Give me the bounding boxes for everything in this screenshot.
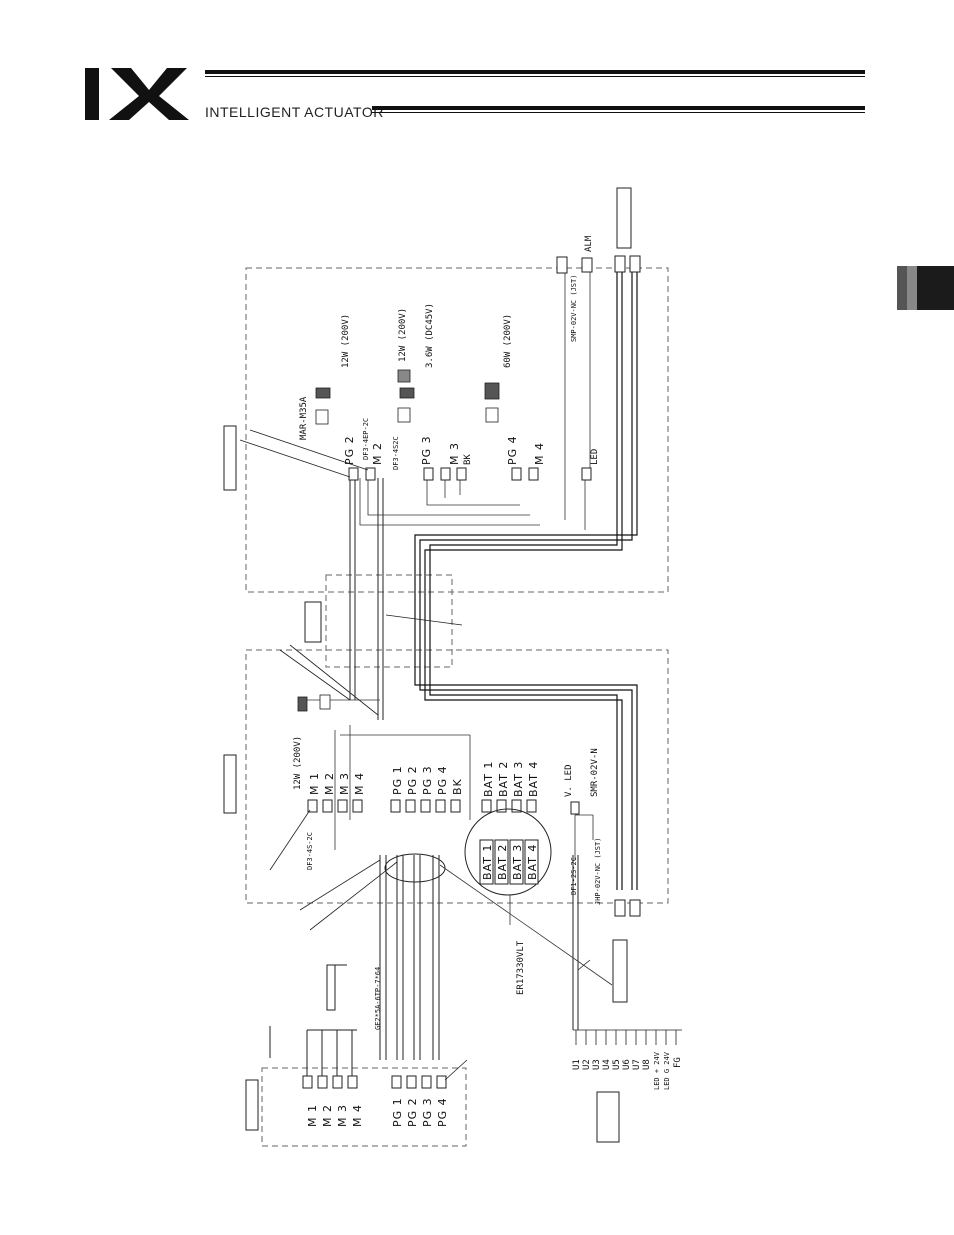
unit-box-middle xyxy=(245,649,669,904)
pg-label: PG 3 xyxy=(421,1097,434,1127)
header-rule-bottom xyxy=(372,106,865,110)
motor-label: M 1 xyxy=(306,1104,319,1127)
pg-label: PG 1 xyxy=(391,765,404,795)
connector-label: GE2*5A-6TP-7*64 xyxy=(374,967,382,1030)
led-label: LED xyxy=(590,449,600,465)
u-terminal: U8 xyxy=(642,1059,652,1070)
connector-label: DF3-4S2C xyxy=(392,436,400,470)
motor-label: M 1 xyxy=(308,772,321,795)
pg-label: PG 3 xyxy=(421,765,434,795)
u-terminal: U3 xyxy=(592,1059,602,1070)
pg-label: PG 4 xyxy=(436,1097,449,1127)
battery-group-circle xyxy=(464,808,552,896)
connector-label: V. LED xyxy=(564,764,574,797)
connector-label: DF1-2S-2C xyxy=(570,857,578,895)
rating-label: 3.6W (DC45V) xyxy=(425,303,435,368)
u-terminal: U7 xyxy=(632,1059,642,1070)
connector-label: SMP-02V-NC (JST) xyxy=(570,275,578,342)
cable-bundle-ellipse xyxy=(384,853,446,883)
u-terminal: U1 xyxy=(572,1059,582,1070)
motor-label: M 4 xyxy=(353,772,366,795)
bk-label: BK xyxy=(451,778,464,795)
u-terminal: FG xyxy=(673,1057,683,1068)
bat-label: BAT 3 xyxy=(512,761,525,797)
sensor-icon xyxy=(556,256,568,274)
connector-label: MAR-M35A xyxy=(299,396,309,440)
unit-box-upper xyxy=(245,267,669,593)
connector-label: DF3-4S-2C xyxy=(306,832,314,870)
page-header: INTELLIGENT ACTUATOR xyxy=(0,0,954,140)
bat-label: BAT 4 xyxy=(527,761,540,797)
pg-label: PG 3 xyxy=(420,435,433,465)
motor-icon xyxy=(297,369,500,712)
label-frame-3 xyxy=(304,601,322,643)
pg-label: PG 2 xyxy=(406,765,419,795)
motor-label: M 2 xyxy=(323,772,336,795)
motor-label: M 3 xyxy=(336,1104,349,1127)
rating-label: 12W (200V) xyxy=(341,314,351,368)
label-frame-6 xyxy=(245,1079,259,1131)
motor-label: M 3 xyxy=(338,772,351,795)
connector-label: DF3-4EP-2C xyxy=(362,418,370,460)
motor-label: M 3 xyxy=(448,442,461,465)
bat-label: BAT 2 xyxy=(496,844,509,880)
motor-label: M 4 xyxy=(351,1104,364,1127)
u-terminal: U4 xyxy=(602,1059,612,1070)
u-terminal: U2 xyxy=(582,1059,592,1070)
pg-label: PG 2 xyxy=(406,1097,419,1127)
rating-label: 60W (200V) xyxy=(503,314,513,368)
motor-label: M 2 xyxy=(321,1104,334,1127)
bat-label: BAT 3 xyxy=(511,844,524,880)
rating-label: 12W (200V) xyxy=(398,308,408,362)
u-terminal: U6 xyxy=(622,1059,632,1070)
bat-label: BAT 4 xyxy=(526,844,539,880)
label-frame-1 xyxy=(616,187,632,249)
pg-label: PG 2 xyxy=(343,435,356,465)
label-frame-2 xyxy=(223,425,237,491)
connector-label: JHP-02V-NC (JST) xyxy=(594,838,602,905)
motor-label: M 2 xyxy=(371,442,384,465)
pg-label: PG 4 xyxy=(436,765,449,795)
connector-label: SMR-02V-N xyxy=(590,748,600,797)
bat-label: BAT 1 xyxy=(481,844,494,880)
bat-label: BAT 2 xyxy=(497,761,510,797)
unit-box-joint xyxy=(325,574,453,668)
bat-label: BAT 1 xyxy=(482,761,495,797)
label-frame-4 xyxy=(223,754,237,814)
u-terminal: LED G 24V xyxy=(663,1051,671,1090)
motor-label: M 4 xyxy=(533,442,546,465)
header-rule-top xyxy=(205,70,865,74)
rating-label: 12W (200V) xyxy=(293,736,303,790)
unit-box-lower xyxy=(261,1067,467,1147)
chapter-tab-marker xyxy=(897,266,954,310)
connector-label: ER17330VLT xyxy=(516,940,526,995)
label-frame-5 xyxy=(612,939,628,1003)
bk-label: BK xyxy=(463,454,473,465)
label-frame-7 xyxy=(596,1091,620,1143)
ix-logo xyxy=(85,68,189,120)
alarm-lamp-icon xyxy=(581,257,593,273)
pg-label: PG 1 xyxy=(391,1097,404,1127)
pg-label: PG 4 xyxy=(506,435,519,465)
logo-subtitle: INTELLIGENT ACTUATOR xyxy=(205,104,384,120)
u-terminal: U5 xyxy=(612,1059,622,1070)
u-terminal: LED + 24V xyxy=(653,1051,661,1090)
alm-label: ALM xyxy=(584,235,594,252)
